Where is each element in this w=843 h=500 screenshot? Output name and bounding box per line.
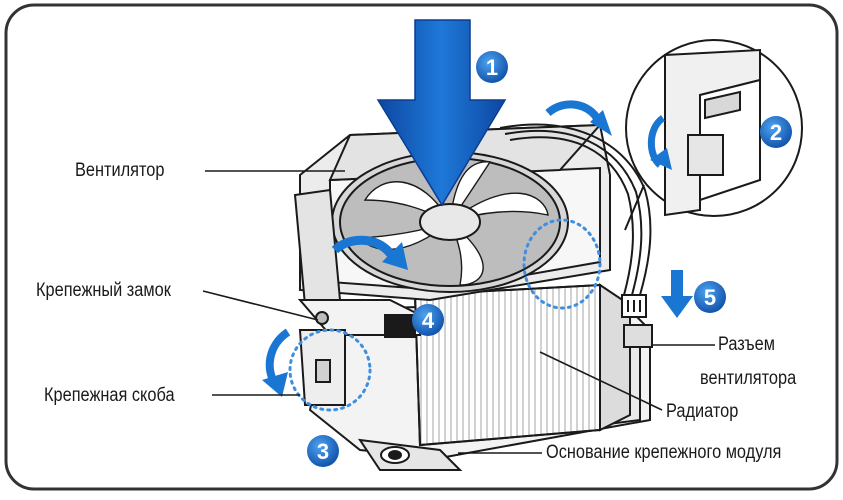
step-badge-2: 2 [760, 116, 792, 148]
down-arrow-icon [376, 19, 507, 207]
callout-zoom [624, 39, 803, 231]
frame-border [4, 3, 839, 491]
bracket-label: Крепежная скоба [44, 385, 175, 406]
step-number: 2 [770, 120, 782, 145]
lock-label: Крепежный замок [36, 280, 171, 301]
base-label: Основание крепежного модуля [546, 442, 782, 463]
lock-lever [293, 188, 421, 406]
step-badge-4: 4 [412, 304, 444, 336]
fan-cable [499, 123, 652, 296]
dotted-circle-icon [288, 328, 372, 412]
step-badge-5: 5 [694, 281, 726, 313]
step-number: 1 [486, 55, 498, 80]
connector-label-line1: Разъем [718, 334, 775, 355]
heatsink [413, 283, 631, 447]
fan-label: Вентилятор [75, 160, 165, 181]
step-number: 5 [704, 285, 716, 310]
radiator-label: Радиатор [666, 401, 739, 422]
step-number: 4 [422, 308, 435, 333]
leader-lines [202, 170, 715, 454]
curved-arrow-icon [545, 100, 602, 123]
fan-connector [621, 294, 653, 348]
dotted-circle-icon [522, 218, 602, 310]
step-badge-3: 3 [307, 435, 339, 467]
connector-label-line2: вентилятора [700, 368, 797, 389]
step-badge-1: 1 [476, 51, 508, 83]
down-arrow-icon [661, 270, 693, 318]
step-number: 3 [317, 439, 329, 464]
